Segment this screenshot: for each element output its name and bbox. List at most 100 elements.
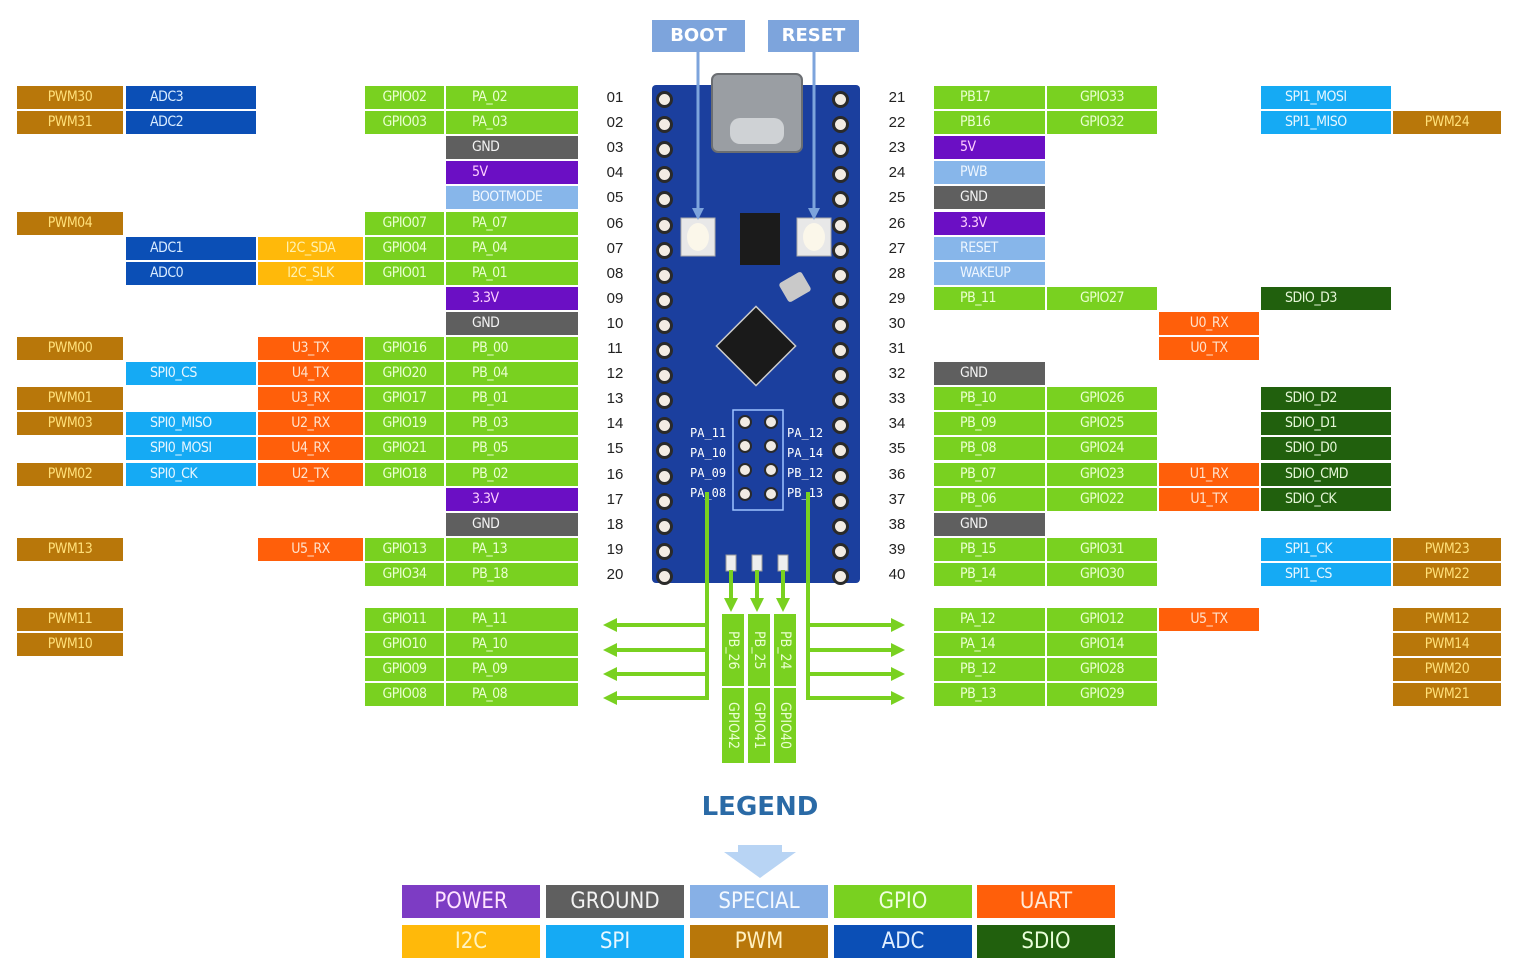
pwm-label: PWM21 <box>1393 683 1501 707</box>
left-header-pad <box>656 216 673 234</box>
right-header-pad <box>832 316 849 334</box>
pin-number: 11 <box>607 340 623 357</box>
pin-label: PB_24 <box>774 614 796 686</box>
pin-number: 03 <box>606 139 624 157</box>
legend-item-adc: ADC <box>834 925 972 958</box>
left-header-pad <box>656 467 673 485</box>
spi-label: SPI1_CK <box>1261 537 1391 561</box>
left-header-pad <box>656 492 673 510</box>
pin-number: 27 <box>888 239 906 257</box>
pin-label: GND <box>934 362 1045 386</box>
gpio-label: GPIO24 <box>1047 437 1157 461</box>
spi-label: SPI0_CK <box>126 462 256 486</box>
pin-label: PB_13 <box>934 683 1045 707</box>
left-header-pad <box>656 567 673 585</box>
uart-label: U2_RX <box>258 412 363 436</box>
gpio-label: GPIO04 <box>365 236 444 260</box>
right-header-pad <box>832 492 849 510</box>
right-header-pad <box>832 241 849 259</box>
left-header-pad <box>656 316 673 334</box>
pin-label: PB_02 <box>446 462 578 486</box>
right-header-pad <box>832 517 849 535</box>
gpio-label: GPIO20 <box>365 362 444 386</box>
pin-label: PB_18 <box>446 562 578 586</box>
uart-label: U0_TX <box>1159 337 1259 360</box>
adc-label: ADC0 <box>126 261 256 285</box>
left-header-pad <box>656 241 673 259</box>
pin-number: 16 <box>606 465 624 483</box>
pwm-label: PWM24 <box>1393 111 1501 135</box>
pin-number: 17 <box>606 490 624 508</box>
pin-number: 25 <box>888 189 906 207</box>
pwm-label: PWM02 <box>17 462 123 486</box>
gpio-label: GPIO22 <box>1047 487 1157 511</box>
arrow-left-icon <box>603 643 617 657</box>
pin-label: BOOTMODE <box>446 186 578 210</box>
pin-label: GND <box>934 512 1045 536</box>
legend-item-special: SPECIAL <box>690 885 828 918</box>
pwm-label: PWM01 <box>17 387 123 411</box>
pin-number: 33 <box>888 390 906 408</box>
pin-number: 34 <box>888 415 906 433</box>
spi-label: SPI0_CS <box>126 362 256 386</box>
boot-button-label: BOOT <box>652 20 745 52</box>
left-header-pad <box>656 291 673 309</box>
pin-label: PB_26 <box>722 614 744 686</box>
gpio-label: GPIO23 <box>1047 462 1157 486</box>
left-header-pad <box>656 542 673 560</box>
pin-number: 37 <box>888 490 906 508</box>
right-header-pad <box>832 442 849 460</box>
uart-label: U0_RX <box>1159 311 1259 335</box>
pin-number: 31 <box>888 340 906 357</box>
pin-label: PB_06 <box>934 487 1045 511</box>
pin-number: 14 <box>606 415 624 433</box>
gpio-label: GPIO32 <box>1047 111 1157 135</box>
pin-number: 29 <box>888 289 906 307</box>
gpio-label: GPIO02 <box>365 86 444 109</box>
pin-number: 18 <box>606 515 624 533</box>
pin-label: GND <box>446 512 578 536</box>
uart-label: U1_RX <box>1159 462 1259 486</box>
gpio-label: GPIO33 <box>1047 86 1157 109</box>
gpio-label: GPIO26 <box>1047 387 1157 411</box>
right-header-pad <box>832 166 849 184</box>
pin-label: 5V <box>446 161 578 185</box>
left-header-pad <box>656 367 673 385</box>
legend-arrow-down-icon <box>724 845 796 878</box>
right-header-pad <box>832 116 849 134</box>
pin-label: PB_10 <box>934 387 1045 411</box>
pwm-label: PWM13 <box>17 537 123 561</box>
pin-label: PB_07 <box>934 462 1045 486</box>
gpio-label: GPIO13 <box>365 537 444 561</box>
uart-label: U4_TX <box>258 362 363 386</box>
sdio-label: SDIO_D2 <box>1261 387 1391 411</box>
arrow-left-icon <box>603 618 617 632</box>
left-header-pad <box>656 116 673 134</box>
pin-label: PB_14 <box>934 562 1045 586</box>
pin-label: PB_04 <box>446 362 578 386</box>
spi-label: SPI1_CS <box>1261 562 1391 586</box>
pin-number: 05 <box>606 189 624 207</box>
sdio-label: SDIO_D1 <box>1261 412 1391 436</box>
legend-item-ground: GROUND <box>546 885 684 918</box>
arrow-right-icon <box>891 691 905 705</box>
legend-item-spi: SPI <box>546 925 684 958</box>
arrow-down-icon <box>724 598 738 612</box>
pin-number: 08 <box>606 264 624 282</box>
pin-label: PA_09 <box>446 658 578 682</box>
pin-label: PA_14 <box>934 633 1045 657</box>
arrow-down-icon <box>750 598 764 612</box>
legend-title: LEGEND <box>701 792 819 822</box>
left-header-pad <box>656 91 673 108</box>
pin-number: 20 <box>606 565 624 583</box>
right-header-pad <box>832 567 849 585</box>
right-header-pad <box>832 392 849 410</box>
pin-label: 5V <box>934 136 1045 160</box>
right-header-pad <box>832 291 849 309</box>
pin-label: WAKEUP <box>934 261 1045 285</box>
uart-label: U2_TX <box>258 462 363 486</box>
pwm-label: PWM12 <box>1393 608 1501 631</box>
left-header-pad <box>656 417 673 435</box>
right-header-pad <box>832 342 849 359</box>
arrow-left-icon <box>603 691 617 705</box>
